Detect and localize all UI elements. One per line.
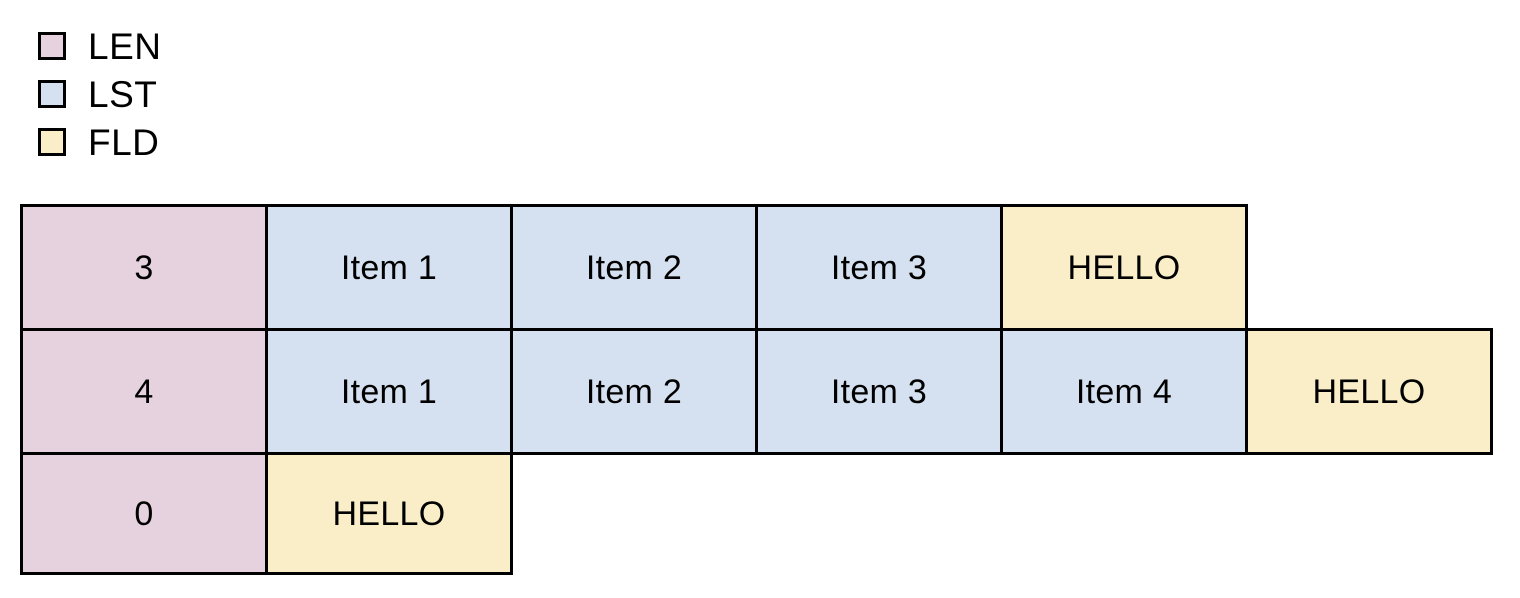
table-cell-lst: Item 2	[510, 328, 758, 455]
table-cell-lst: Item 4	[1000, 328, 1248, 455]
legend: LEN LST FLD	[38, 22, 458, 166]
legend-swatch-len-icon	[38, 32, 66, 60]
table-cell-fld: HELLO	[1245, 328, 1493, 455]
table-cell-len: 3	[20, 204, 268, 331]
table-cell-len: 4	[20, 328, 268, 455]
table-cell-len: 0	[20, 452, 268, 575]
legend-swatch-lst-icon	[38, 80, 66, 108]
legend-item-len: LEN	[38, 22, 458, 70]
legend-swatch-fld-icon	[38, 128, 66, 156]
table-cell-lst: Item 2	[510, 204, 758, 331]
table-cell-lst: Item 1	[265, 328, 513, 455]
table-cell-lst: Item 3	[755, 204, 1003, 331]
legend-label: FLD	[88, 121, 160, 163]
legend-label: LEN	[88, 25, 162, 67]
table-cell-lst: Item 3	[755, 328, 1003, 455]
legend-item-lst: LST	[38, 70, 458, 118]
table-cell-fld: HELLO	[265, 452, 513, 575]
table-cell-lst: Item 1	[265, 204, 513, 331]
table-cell-fld: HELLO	[1000, 204, 1248, 331]
legend-item-fld: FLD	[38, 118, 458, 166]
legend-label: LST	[88, 73, 158, 115]
